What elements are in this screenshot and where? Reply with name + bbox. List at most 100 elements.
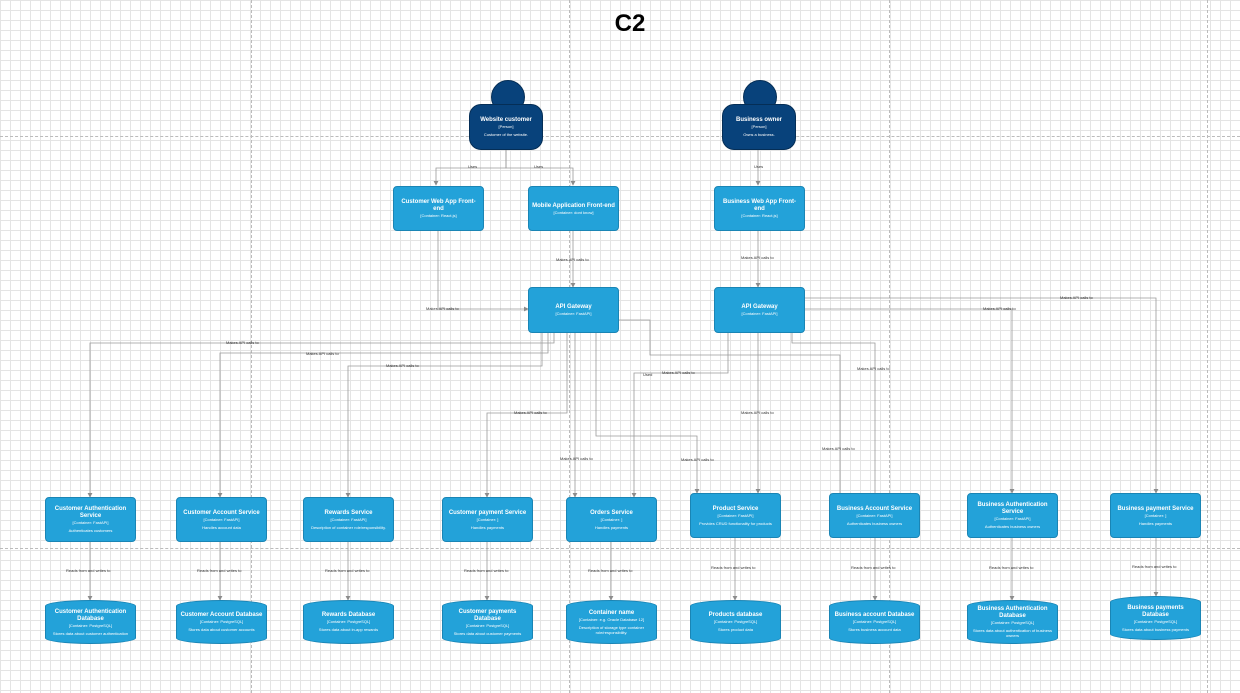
container-business-auth-service[interactable]: Business Authentication Service [Contain… [967, 493, 1058, 538]
node-name: Customer Web App Front-end [401, 199, 476, 212]
node-name: Product Service [712, 505, 759, 512]
edge-label: Makes API calls to [306, 351, 339, 356]
database-products[interactable]: Products database [Container: PostgreSQL… [690, 600, 781, 644]
node-name: Customer Account Database [180, 612, 263, 618]
container-customer-web-frontend[interactable]: Customer Web App Front-end [Container: R… [393, 186, 484, 231]
edge-label: Reads from and writes to [197, 568, 242, 573]
node-type: [Person] [751, 124, 767, 129]
database-customer-payments[interactable]: Customer payments Database [Container: P… [442, 600, 533, 644]
guide-line [0, 136, 1240, 137]
edge-label: Uses [534, 164, 544, 169]
node-type: [Container: FastAPI] [856, 512, 893, 518]
edge [437, 231, 529, 312]
node-desc: Handles payments [470, 524, 505, 530]
node-type: [Container: FastAPI] [994, 516, 1031, 521]
edge [484, 333, 568, 498]
node-type: [Person] [498, 124, 514, 129]
edge [804, 308, 1015, 494]
node-name: Business Authentication Service [977, 502, 1048, 515]
node-type: [Container: PostgreSQL] [1133, 618, 1178, 624]
node-type: [Container: PostgreSQL] [199, 619, 244, 624]
node-name: Website customer [480, 117, 532, 123]
node-desc: Stores business account data [848, 627, 901, 632]
edge-label: Makes API calls to [386, 363, 419, 368]
edge-label: Makes API calls to [681, 457, 714, 462]
node-desc: Stores data about customer accounts [188, 627, 255, 632]
node-type: [Container: FastAPI] [717, 512, 754, 518]
database-customer-auth[interactable]: Customer Authentication Database [Contai… [45, 600, 136, 644]
container-api-gateway-business[interactable]: API Gateway [Container: FastAPI] [714, 287, 805, 333]
node-desc: Provides CRUD functionality for products [699, 520, 772, 526]
node-type: [Container: FastAPI] [330, 516, 367, 522]
edge-label: Uses [468, 164, 478, 169]
node-type: [Container: PostgreSQL] [990, 620, 1035, 625]
container-business-account-service[interactable]: Business Account Service [Container: Fas… [829, 493, 920, 538]
node-type: [Container: e.g. Oracle Database 12] [578, 616, 645, 622]
container-orders-service[interactable]: Orders Service [Container: ] Handles pay… [566, 497, 657, 542]
edge-label: Makes API calls to [822, 446, 855, 451]
node-name: Business payments Database [1127, 604, 1184, 618]
node-type: [Container: FastAPI] [555, 311, 592, 316]
node-name: Business Authentication Database [977, 606, 1048, 619]
database-customer-account[interactable]: Customer Account Database [Container: Po… [176, 600, 267, 644]
edge-label: Makes API calls to [514, 410, 547, 415]
container-customer-account-service[interactable]: Customer Account Service [Container: Fas… [176, 497, 267, 542]
node-name: Rewards Database [321, 612, 376, 618]
edge [631, 333, 729, 498]
database-business-payments[interactable]: Business payments Database [Container: P… [1110, 596, 1201, 640]
node-desc: Authenticates business owners [984, 524, 1041, 529]
edge [345, 333, 543, 498]
edge [505, 150, 576, 186]
database-business-auth[interactable]: Business Authentication Database [Contai… [967, 600, 1058, 644]
edge-label: Reads from and writes to [711, 565, 756, 570]
database-business-account[interactable]: Business account Database [Container: Po… [829, 600, 920, 644]
node-type: [Container: FastAPI] [72, 520, 109, 525]
person-website-customer[interactable]: Website customer [Person] Customer of th… [469, 104, 543, 150]
edge [87, 333, 555, 498]
node-type: [Container: dont know] [553, 209, 594, 215]
container-product-service[interactable]: Product Service [Container: FastAPI] Pro… [690, 493, 781, 538]
node-desc: Description of container role/responsibi… [311, 524, 386, 530]
container-mobile-frontend[interactable]: Mobile Application Front-end [Container:… [528, 186, 619, 231]
node-name: Orders Service [590, 509, 633, 516]
node-desc: Stores data about authentication of busi… [973, 628, 1052, 638]
node-name: API Gateway [741, 304, 778, 310]
node-desc: Handles payments [594, 524, 629, 530]
edge-label: Makes API calls to [426, 306, 459, 311]
edge-label: Makes API calls to [1060, 295, 1093, 300]
node-desc: Authenticates business owners [846, 520, 903, 526]
container-customer-auth-service[interactable]: Customer Authentication Service [Contain… [45, 497, 136, 542]
container-customer-payment-service[interactable]: Customer payment Service [Container: ] H… [442, 497, 533, 542]
edge-label: Uses [754, 164, 764, 169]
container-business-web-frontend[interactable]: Business Web App Front-end [Container: R… [714, 186, 805, 231]
node-type: [Container: FastAPI] [203, 516, 240, 522]
guide-line [889, 0, 890, 693]
container-business-payment-service[interactable]: Business payment Service [Container: ] H… [1110, 493, 1201, 538]
node-type: [Container: React.js] [741, 213, 778, 218]
node-desc: Stores product data [718, 627, 753, 632]
node-name: Customer Account Service [183, 509, 260, 516]
node-desc: Customer of the website. [483, 132, 529, 137]
container-api-gateway-customer[interactable]: API Gateway [Container: FastAPI] [528, 287, 619, 333]
node-type: [Container: PostgreSQL] [713, 619, 758, 624]
node-type: [Container: React.js] [420, 213, 457, 218]
database-rewards[interactable]: Rewards Database [Container: PostgreSQL]… [303, 600, 394, 644]
node-name: Business owner [735, 117, 782, 123]
person-business-owner[interactable]: Business owner [Person] Owns a business. [722, 104, 796, 150]
node-type: [Container: ] [476, 516, 499, 522]
diagram-title: C2 [614, 10, 646, 37]
edge-label: Reads from and writes to [989, 565, 1034, 570]
edge [217, 333, 549, 498]
edge-label: Reads from and writes to [66, 568, 111, 573]
node-name: Container name [588, 609, 635, 616]
edge-label: Reads from and writes to [464, 568, 509, 573]
node-name: Customer payments Database [458, 608, 517, 622]
node-name: Rewards Service [324, 509, 373, 516]
node-desc: Stores data about customer payments [453, 630, 522, 636]
node-type: [Container: PostgreSQL] [465, 622, 510, 628]
node-name: API Gateway [555, 304, 592, 310]
edge [619, 319, 843, 498]
guide-line [251, 0, 252, 693]
container-rewards-service[interactable]: Rewards Service [Container: FastAPI] Des… [303, 497, 394, 542]
database-container-name[interactable]: Container name [Container: e.g. Oracle D… [566, 600, 657, 644]
